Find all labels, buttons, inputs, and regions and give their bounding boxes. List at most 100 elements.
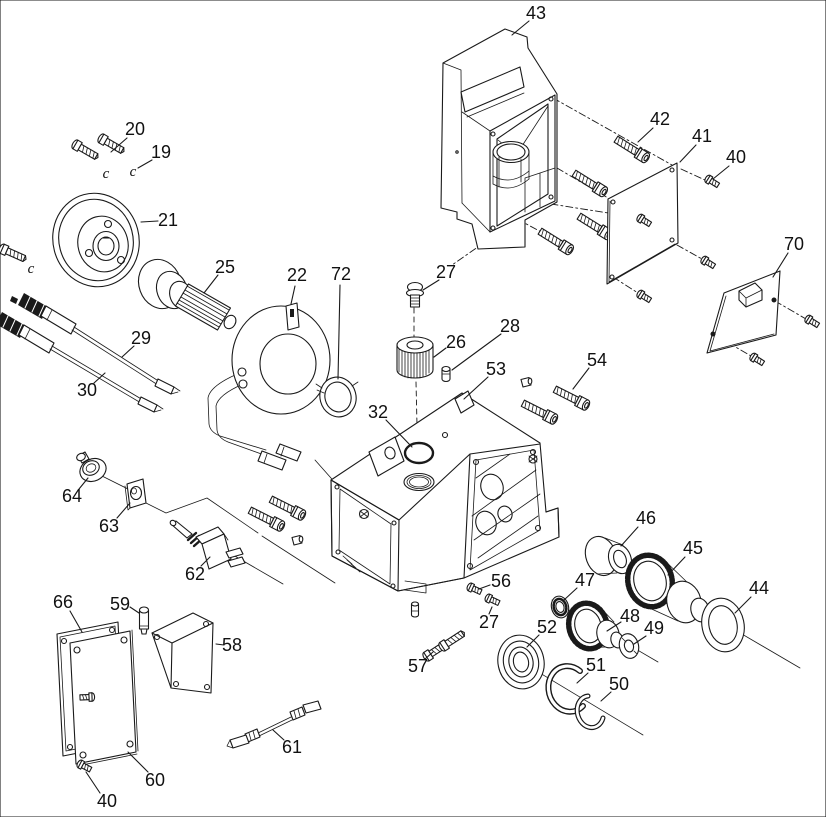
part-57-bolts [420,627,468,663]
washer-mark-1: c [130,164,137,180]
callout-label-46: 46 [636,508,656,528]
part-46-bushing [584,535,633,577]
callout-label-27: 27 [436,262,456,282]
callout-leader-54 [572,367,590,390]
callout-label-21: 21 [158,210,178,230]
part-44-seal-ring [701,597,745,653]
callout-leader-53 [463,376,489,400]
part-60-cover-plate [69,629,139,767]
callout-leader-29 [121,345,135,358]
callout-label-61: 61 [282,737,302,757]
part-43-upper-housing [440,28,558,250]
callout-leader-21 [140,220,159,223]
callout-label-22: 22 [287,265,307,285]
part-30-cable [0,312,164,413]
callout-label-40: 40 [97,791,117,811]
part-64-knob [76,451,107,483]
part-25-splined-shaft [137,258,237,331]
callout-leader-66 [69,610,83,633]
callout-label-52: 52 [537,617,557,637]
callout-leader-56 [478,584,491,590]
callout-leader-22 [290,285,296,305]
callout-label-59: 59 [110,594,130,614]
callout-leader-44 [734,596,752,614]
part-52-bearing [497,634,545,690]
part-53-gear-housing [330,390,560,618]
callout-label-49: 49 [644,618,664,638]
callout-label-62: 62 [185,564,205,584]
callout-label-64: 64 [62,486,82,506]
callout-label-66: 66 [53,592,73,612]
callout-label-41: 41 [692,126,712,146]
callout-label-60: 60 [145,770,165,790]
washer-mark-2: c [28,261,35,277]
callout-label-47: 47 [575,570,595,590]
part-61-jumper-cable [226,700,322,749]
part-59-pin [138,606,150,635]
part-45-gear-shaft [624,552,710,624]
switch-mounting-bolts [246,493,308,546]
callout-label-54: 54 [587,350,607,370]
callout-leader-58 [215,643,225,646]
callout-label-20: 20 [125,119,145,139]
callout-leader-49 [633,635,647,645]
part-51-retaining-ring [545,663,586,715]
callout-label-56: 56 [491,571,511,591]
part-58-control-module [151,612,214,694]
callout-leader-46 [620,526,639,547]
callout-label-58: 58 [222,635,242,655]
callout-label-26: 26 [446,332,466,352]
callout-label-53: 53 [486,359,506,379]
callout-label-43: 43 [526,3,546,23]
callout-leader-42 [637,127,654,143]
callout-leader-28 [451,333,502,371]
callout-label-30: 30 [77,380,97,400]
callout-leader-62 [200,556,211,567]
callout-label-70: 70 [784,234,804,254]
callout-leader-64 [78,477,89,490]
callout-label-40: 40 [726,147,746,167]
callout-leader-52 [526,634,540,648]
callout-leader-27 [422,279,440,291]
callout-leader-51 [576,672,589,684]
callout-label-57: 57 [408,656,428,676]
callout-label-25: 25 [215,257,235,277]
part-62-toggle-switch [169,519,246,570]
callout-leader-25 [203,274,219,294]
part-27-screw-bottom [483,592,502,608]
part-63-plate [124,478,147,511]
callout-leader-70 [772,252,789,278]
callout-label-19: 19 [151,142,171,162]
callout-leader-72 [337,284,341,380]
callout-leader-40 [85,771,101,794]
callout-label-42: 42 [650,109,670,129]
callout-leader-48 [606,621,622,632]
callout-leader-32 [385,419,413,448]
part-27-plug-screw-top [405,281,425,308]
callout-leader-20 [110,137,128,153]
callout-leader-26 [433,347,447,358]
callout-leader-41 [679,144,697,163]
part-22-stator-ring [207,302,331,471]
callout-label-45: 45 [683,538,703,558]
callout-label-28: 28 [500,316,520,336]
callout-label-51: 51 [586,655,606,675]
part-54-bolts [519,376,592,426]
callout-label-50: 50 [609,674,629,694]
callout-leader-57 [424,651,434,660]
washer-mark-0: c [103,166,110,182]
part-41-side-plate [606,162,679,285]
callout-leader-27 [488,606,493,615]
callout-label-27: 27 [479,612,499,632]
part-21-pulley [52,192,140,288]
callout-leader-59 [129,606,140,614]
callout-leader-30 [93,372,106,384]
callout-label-48: 48 [620,606,640,626]
callout-leader-61 [272,729,285,741]
callout-label-44: 44 [749,578,769,598]
part-70-cover-plate [706,270,821,368]
callout-leader-43 [511,20,530,36]
callout-label-32: 32 [368,402,388,422]
callout-label-63: 63 [99,516,119,536]
